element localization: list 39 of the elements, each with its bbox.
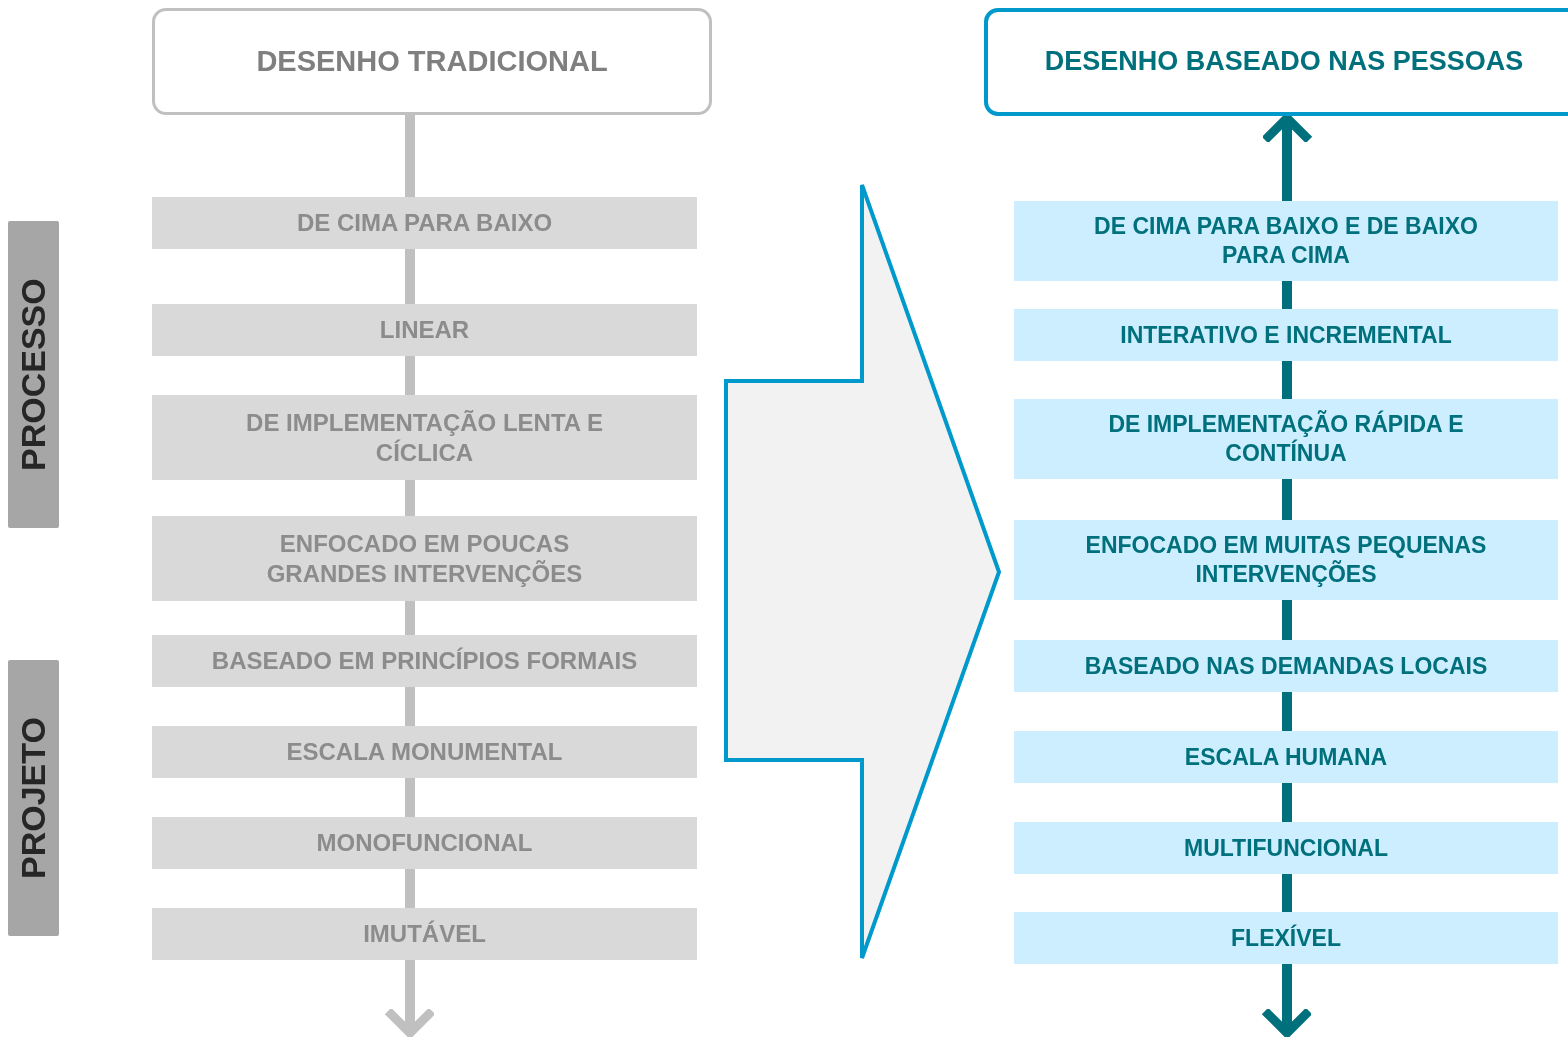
trait-box: BASEADO EM PRINCÍPIOS FORMAIS <box>152 635 697 687</box>
connector-line <box>1282 479 1292 520</box>
category-band: PROCESSO <box>8 221 59 528</box>
trait-box: ENFOCADO EM POUCAS GRANDES INTERVENÇÕES <box>152 516 697 601</box>
connector-line <box>405 249 415 304</box>
trait-box: FLEXÍVEL <box>1014 912 1558 964</box>
connector-line <box>1282 600 1292 640</box>
block-arrow <box>724 183 1002 960</box>
trait-box: LINEAR <box>152 304 697 356</box>
connector-line <box>405 115 415 197</box>
trait-box: DE IMPLEMENTAÇÃO RÁPIDA E CONTÍNUA <box>1014 399 1558 479</box>
trait-box: MULTIFUNCIONAL <box>1014 822 1558 874</box>
connector-line <box>1282 874 1292 912</box>
trait-box: BASEADO NAS DEMANDAS LOCAIS <box>1014 640 1558 692</box>
trait-box: ENFOCADO EM MUITAS PEQUENAS INTERVENÇÕES <box>1014 520 1558 600</box>
connector-line <box>405 356 415 395</box>
connector-line <box>1282 361 1292 399</box>
connector-line <box>1282 281 1292 309</box>
heading-box: DESENHO BASEADO NAS PESSOAS <box>984 8 1568 116</box>
arrow <box>383 960 437 1037</box>
trait-box: ESCALA HUMANA <box>1014 731 1558 783</box>
connector-line <box>405 601 415 635</box>
heading-box: DESENHO TRADICIONAL <box>152 8 712 115</box>
connector-line <box>405 778 415 817</box>
trait-box: MONOFUNCIONAL <box>152 817 697 869</box>
trait-box: ESCALA MONUMENTAL <box>152 726 697 778</box>
arrow <box>1260 113 1314 201</box>
connector-line <box>1282 783 1292 822</box>
trait-box: DE CIMA PARA BAIXO E DE BAIXO PARA CIMA <box>1014 201 1558 281</box>
trait-box: DE CIMA PARA BAIXO <box>152 197 697 249</box>
connector-line <box>405 687 415 726</box>
arrow <box>1260 964 1314 1037</box>
trait-box: INTERATIVO E INCREMENTAL <box>1014 309 1558 361</box>
trait-box: DE IMPLEMENTAÇÃO LENTA E CÍCLICA <box>152 395 697 480</box>
connector-line <box>405 480 415 516</box>
category-band: PROJETO <box>8 660 59 936</box>
connector-line <box>405 869 415 908</box>
connector-line <box>1282 692 1292 731</box>
trait-box: IMUTÁVEL <box>152 908 697 960</box>
